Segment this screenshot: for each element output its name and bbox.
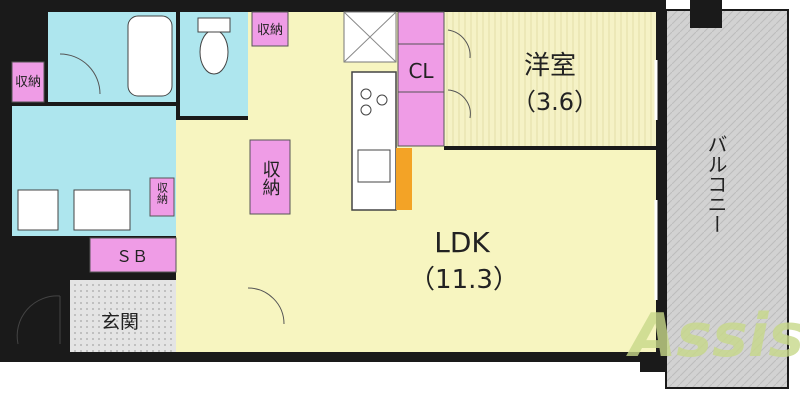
- storage-middle-label: 収納: [260, 160, 281, 196]
- storage-middle: [249, 139, 291, 215]
- ldk-size: （11.3）: [409, 265, 519, 295]
- storage-small: [149, 177, 175, 217]
- entrance-label: 玄関: [101, 311, 139, 333]
- western-room-name: 洋室: [524, 51, 576, 81]
- storage-left: [11, 61, 45, 103]
- kitchen-counter: [351, 71, 412, 211]
- western-room-size: （3.6）: [512, 88, 598, 116]
- corridor: [176, 120, 248, 352]
- ldk-name: LDK: [434, 226, 490, 259]
- storage-top: [251, 11, 289, 47]
- bathtub: [127, 15, 173, 97]
- balcony-label: バルコニー: [704, 134, 728, 234]
- closet: [397, 11, 445, 147]
- shoebox-label: ＳＢ: [116, 247, 148, 266]
- watermark-text: Assist: [626, 301, 800, 371]
- assist-logo: Assist: [626, 301, 800, 371]
- storage-left-label: 収納: [15, 75, 41, 90]
- storage-top-label: 収納: [257, 23, 283, 38]
- western-room: [444, 12, 656, 148]
- storage-small-label: 収納: [156, 182, 169, 205]
- shoebox: [89, 237, 177, 273]
- closet-label: CL: [408, 59, 434, 83]
- entrance: [70, 280, 176, 352]
